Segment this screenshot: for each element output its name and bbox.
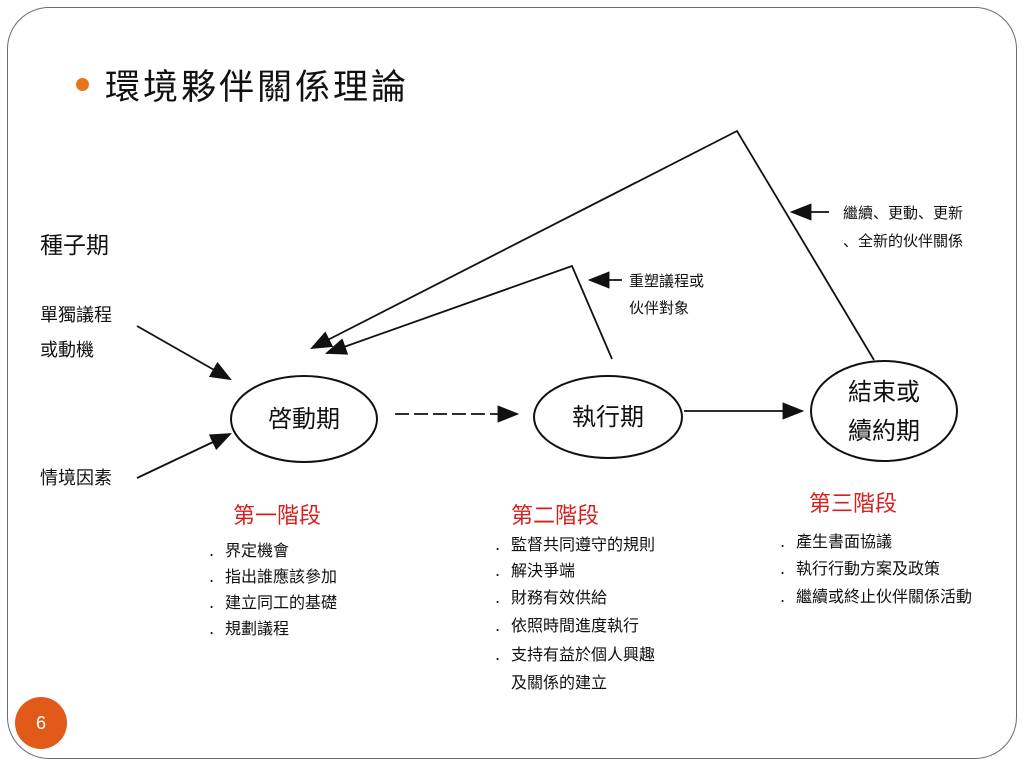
feedback-reshape-line1: 重塑議程或	[629, 272, 704, 290]
feedback-reshape-line2: 伙伴對象	[629, 299, 689, 317]
slide-title-row: 環境夥伴關係理論	[76, 58, 409, 110]
node-start-ellipse	[230, 375, 378, 463]
stage-2-item-2: 解決爭端	[511, 561, 575, 580]
feedback-continue-line2: 、全新的伙伴關係	[843, 232, 963, 250]
stage-1-bullet-2: .	[209, 567, 214, 586]
input-arrow-agenda	[136, 325, 232, 381]
seed-stage-label: 種子期	[40, 233, 109, 259]
stage-1-bullet-1: .	[209, 541, 214, 560]
stage-2-bullet-2: .	[495, 561, 500, 580]
stage-1-item-4: 規劃議程	[225, 619, 289, 638]
stage-2-title: 第二階段	[511, 504, 599, 529]
partnership-diagram: 種子期 單獨議程 或動機 情境因素 啓動期 執行期 結束或 續約期 重塑議程或 …	[37, 126, 1022, 706]
node-execute-ellipse	[533, 375, 683, 459]
input-context-label: 情境因素	[40, 468, 112, 489]
feedback-arrow-execute-to-start	[324, 264, 613, 360]
slide-frame	[7, 7, 1017, 759]
node-start-label: 啓動期	[268, 405, 340, 433]
node-execute-label: 執行期	[572, 403, 644, 431]
stage-3-item-3: 繼續或終止伙伴關係活動	[796, 587, 972, 606]
node-end-ellipse	[810, 360, 958, 462]
input-agenda-line2: 或動機	[40, 340, 94, 361]
feedback-continue-line1: 繼續、更動、更新	[843, 204, 963, 222]
page-number-badge: 6	[15, 697, 67, 749]
node-end-label-line2: 續約期	[848, 417, 920, 445]
diagram-svg: 種子期 單獨議程 或動機 情境因素 啓動期 執行期 結束或 續約期 重塑議程或 …	[40, 129, 972, 692]
stage-3-bullet-3: .	[780, 587, 785, 606]
stage-1-bullet-4: .	[209, 619, 214, 638]
stage-1-bullet-3: .	[209, 593, 214, 612]
node-end-label-line1: 結束或	[848, 378, 920, 406]
stage-1-title: 第一階段	[233, 504, 321, 529]
stage-3-bullet-2: .	[780, 559, 785, 578]
stage-2-bullet-3: .	[495, 588, 500, 607]
stage-2-item-4: 依照時間進度執行	[511, 616, 639, 635]
stage-1-item-1: 界定機會	[225, 541, 289, 560]
stage-2-bullet-1: .	[495, 535, 500, 554]
stage-1-item-3: 建立同工的基礎	[225, 593, 337, 612]
stage-2-item-6: 及關係的建立	[511, 673, 607, 692]
stage-3-title: 第三階段	[809, 492, 897, 517]
bullet-icon	[76, 77, 89, 91]
slide-title: 環境夥伴關係理論	[105, 67, 410, 108]
stage-2-bullet-4: .	[495, 616, 500, 635]
stage-3-bullet-1: .	[780, 532, 785, 551]
stage-1-item-2: 指出誰應該參加	[225, 567, 337, 586]
input-arrow-context	[136, 433, 232, 479]
stage-2-item-1: 監督共同遵守的規則	[511, 535, 655, 554]
stage-2-item-3: 財務有效供給	[511, 588, 607, 607]
stage-3-item-2: 執行行動方案及政策	[796, 559, 940, 578]
input-agenda-line1: 單獨議程	[40, 305, 112, 326]
stage-3-item-1: 產生書面協議	[796, 532, 892, 551]
feedback-arrow-end-to-start	[310, 129, 875, 361]
stage-2-bullet-5: .	[495, 645, 500, 664]
stage-2-item-5: 支持有益於個人興趣	[511, 645, 655, 664]
